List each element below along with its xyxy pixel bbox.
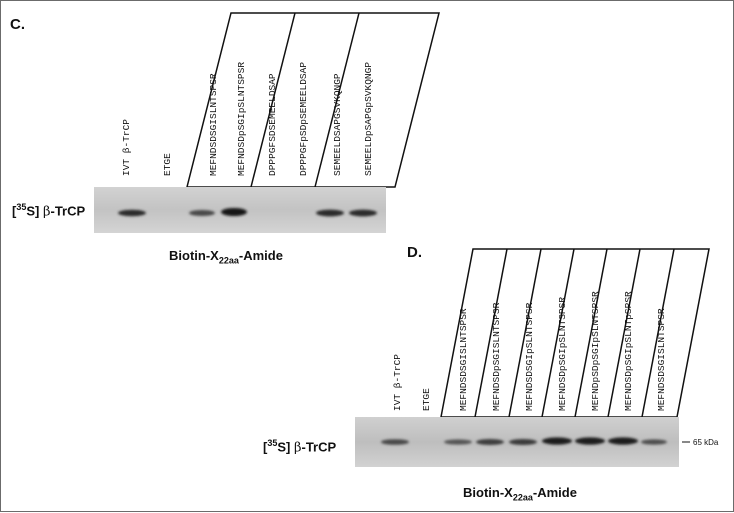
panel-c-peptide-frame — [186, 12, 440, 188]
panel-d-letter: D. — [407, 244, 422, 261]
panel-c-band-p5 — [316, 209, 344, 217]
panel-c-peptide-label: SEMEELDpSAPGpSVKQNGP — [363, 62, 374, 176]
panel-c-control-label: ETGE — [162, 153, 173, 176]
panel-d-peptide-label: MEFNDSDpSGIpSLNTpSPSR — [623, 291, 634, 411]
panel-d-peptide-label: MEFNDSDpSGISLNTSPSR — [491, 302, 502, 411]
panel-c-letter: C. — [10, 16, 25, 33]
panel-c-frame-divider — [250, 12, 296, 188]
panel-d-frame-divider — [474, 248, 508, 418]
panel-d-frame-divider — [641, 248, 675, 418]
panel-d-band-ivt — [381, 439, 409, 445]
panel-d-probe-label: [35S] β-TrCP — [263, 438, 337, 456]
mw-marker-label: 65 kDa — [693, 438, 719, 447]
panel-d-peptide-label: MEFNDSDSGISLNTSPSR — [458, 308, 469, 411]
panel-d-control-label: IVT β-TrCP — [392, 354, 403, 411]
panel-d-frame-divider — [607, 248, 641, 418]
panel-d-frame-divider — [508, 248, 542, 418]
panel-c-band-p6 — [349, 209, 377, 217]
panel-c-peptide-label: MEFNDSDpSGIpSLNTSPSR — [236, 62, 247, 176]
panel-d-peptide-label: MEFNDSDSGIpSLNTSPSR — [524, 302, 535, 411]
panel-c-x-label: Biotin-X22aa-Amide — [169, 248, 283, 266]
panel-d-band-p6 — [608, 437, 638, 445]
panel-c-peptide-label: MEFNDSDSGISLNTSPSR — [208, 73, 219, 176]
panel-c-peptide-label: SEMEELDSAPGSVKQNGP — [332, 73, 343, 176]
panel-d-control-label: ETGE — [421, 388, 432, 411]
panel-d-band-p7 — [641, 439, 667, 445]
panel-d-peptide-label: MEFNDpSDpSGIpSLNTSPSR — [590, 291, 601, 411]
panel-d-band-p3 — [509, 439, 537, 445]
panel-d-x-label: Biotin-X22aa-Amide — [463, 485, 577, 503]
panel-d-frame-divider — [574, 248, 608, 418]
panel-c-probe-label: [35S] β-TrCP — [12, 202, 86, 220]
panel-d-peptide-label: MEFNDSDpSGIpSLNTSPSR — [557, 297, 568, 411]
panel-d-frame-divider — [541, 248, 575, 418]
panel-d-band-p2 — [476, 439, 504, 445]
panel-d-band-p4 — [542, 437, 572, 445]
panel-d-peptide-label: MEFNDSDSGISLNTSPSR — [656, 308, 667, 411]
panel-c-band-p2 — [221, 208, 247, 216]
panel-c-peptide-label: DPPPGFpSDpSEMEELDSAP — [298, 62, 309, 176]
panel-c-peptide-label: DPPPGFSDSEMEELDSAP — [267, 73, 278, 176]
panel-d-band-p5 — [575, 437, 605, 445]
panel-c-control-label: IVT β-TrCP — [121, 119, 132, 176]
panel-c-frame-divider — [314, 12, 360, 188]
panel-c-band-p1 — [189, 210, 215, 216]
panel-d-band-p1 — [444, 439, 472, 445]
panel-c-band-ivt — [118, 209, 146, 217]
